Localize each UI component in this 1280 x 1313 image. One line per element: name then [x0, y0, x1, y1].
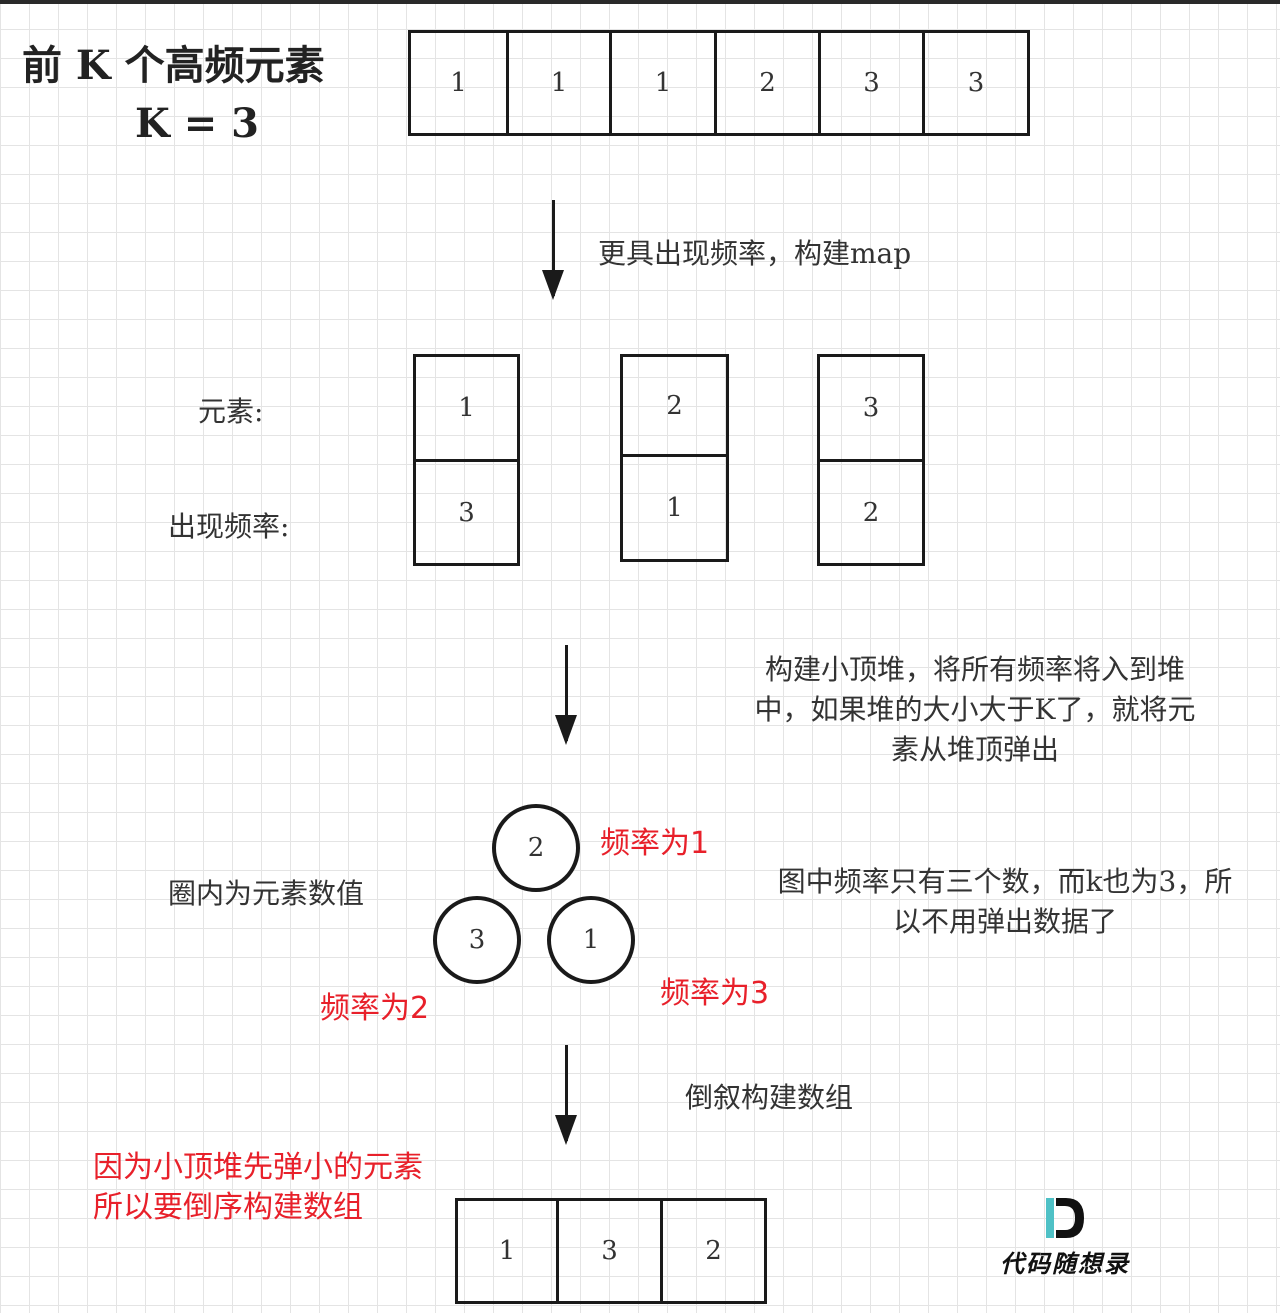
diagram-title: 前 K 个高频元素 [22, 42, 325, 89]
k-value: K = 3 [135, 100, 259, 147]
input-cell: 2 [717, 33, 821, 133]
freq-label: 频率为3 [660, 976, 770, 1011]
result-cell: 3 [559, 1201, 663, 1301]
map-entry: 2 1 [620, 354, 729, 562]
step3-label: 倒叙构建数组 [685, 1081, 854, 1114]
freq-label: 频率为1 [600, 826, 710, 861]
map-frequency: 2 [862, 497, 880, 528]
map-element: 3 [820, 357, 922, 462]
top-border [0, 0, 1280, 4]
heap-note-line: 图中频率只有三个数，而k也为3，所 [777, 865, 1233, 898]
heap-side-note: 图中频率只有三个数，而k也为3，所 以不用弹出数据了 [745, 862, 1265, 942]
input-cell: 1 [411, 33, 509, 133]
heap-node: 2 [492, 804, 580, 892]
down-arrow-2 [555, 645, 577, 745]
step1-label: 更具出现频率，构建map [598, 237, 912, 270]
input-cell: 1 [612, 33, 717, 133]
input-cell: 3 [967, 68, 985, 98]
step2-note: 构建小顶堆，将所有频率将入到堆 中，如果堆的大小大于K了，就将元 素从堆顶弹出 [710, 650, 1240, 770]
result-cell: 1 [458, 1201, 559, 1301]
heap-node: 3 [433, 896, 521, 984]
element-row-label: 元素: [198, 395, 264, 428]
down-arrow-1 [542, 200, 564, 300]
heap-note-line: 以不用弹出数据了 [892, 905, 1117, 938]
result-array: 1 3 2 [455, 1198, 767, 1304]
map-frequency: 3 [458, 497, 475, 528]
step2-note-line: 素从堆顶弹出 [890, 733, 1059, 766]
input-cell: 3 [821, 33, 925, 133]
map-element: 1 [416, 357, 517, 462]
logo-d-icon [1046, 1198, 1084, 1238]
heap-node: 1 [547, 896, 635, 984]
map-frequency: 1 [666, 493, 683, 523]
down-arrow-3 [555, 1045, 577, 1145]
map-entry: 1 3 [413, 354, 520, 566]
input-cell: 1 [509, 33, 612, 133]
result-cell: 2 [705, 1236, 722, 1266]
map-element: 2 [623, 357, 726, 457]
circle-explain-label: 圈内为元素数值 [168, 877, 365, 910]
freq-label: 频率为2 [320, 991, 430, 1026]
step2-note-line: 中，如果堆的大小大于K了，就将元 [754, 693, 1196, 726]
input-array: 1 1 1 2 3 3 [408, 30, 1030, 136]
map-entry: 3 2 [817, 354, 925, 566]
step2-note-line: 构建小顶堆，将所有频率将入到堆 [764, 653, 1185, 686]
explain-line: 所以要倒序构建数组 [93, 1190, 363, 1225]
logo-text: 代码随想录 [1000, 1250, 1130, 1278]
frequency-row-label: 出现频率: [168, 510, 290, 543]
explain-line: 因为小顶堆先弹小的元素 [93, 1150, 423, 1185]
